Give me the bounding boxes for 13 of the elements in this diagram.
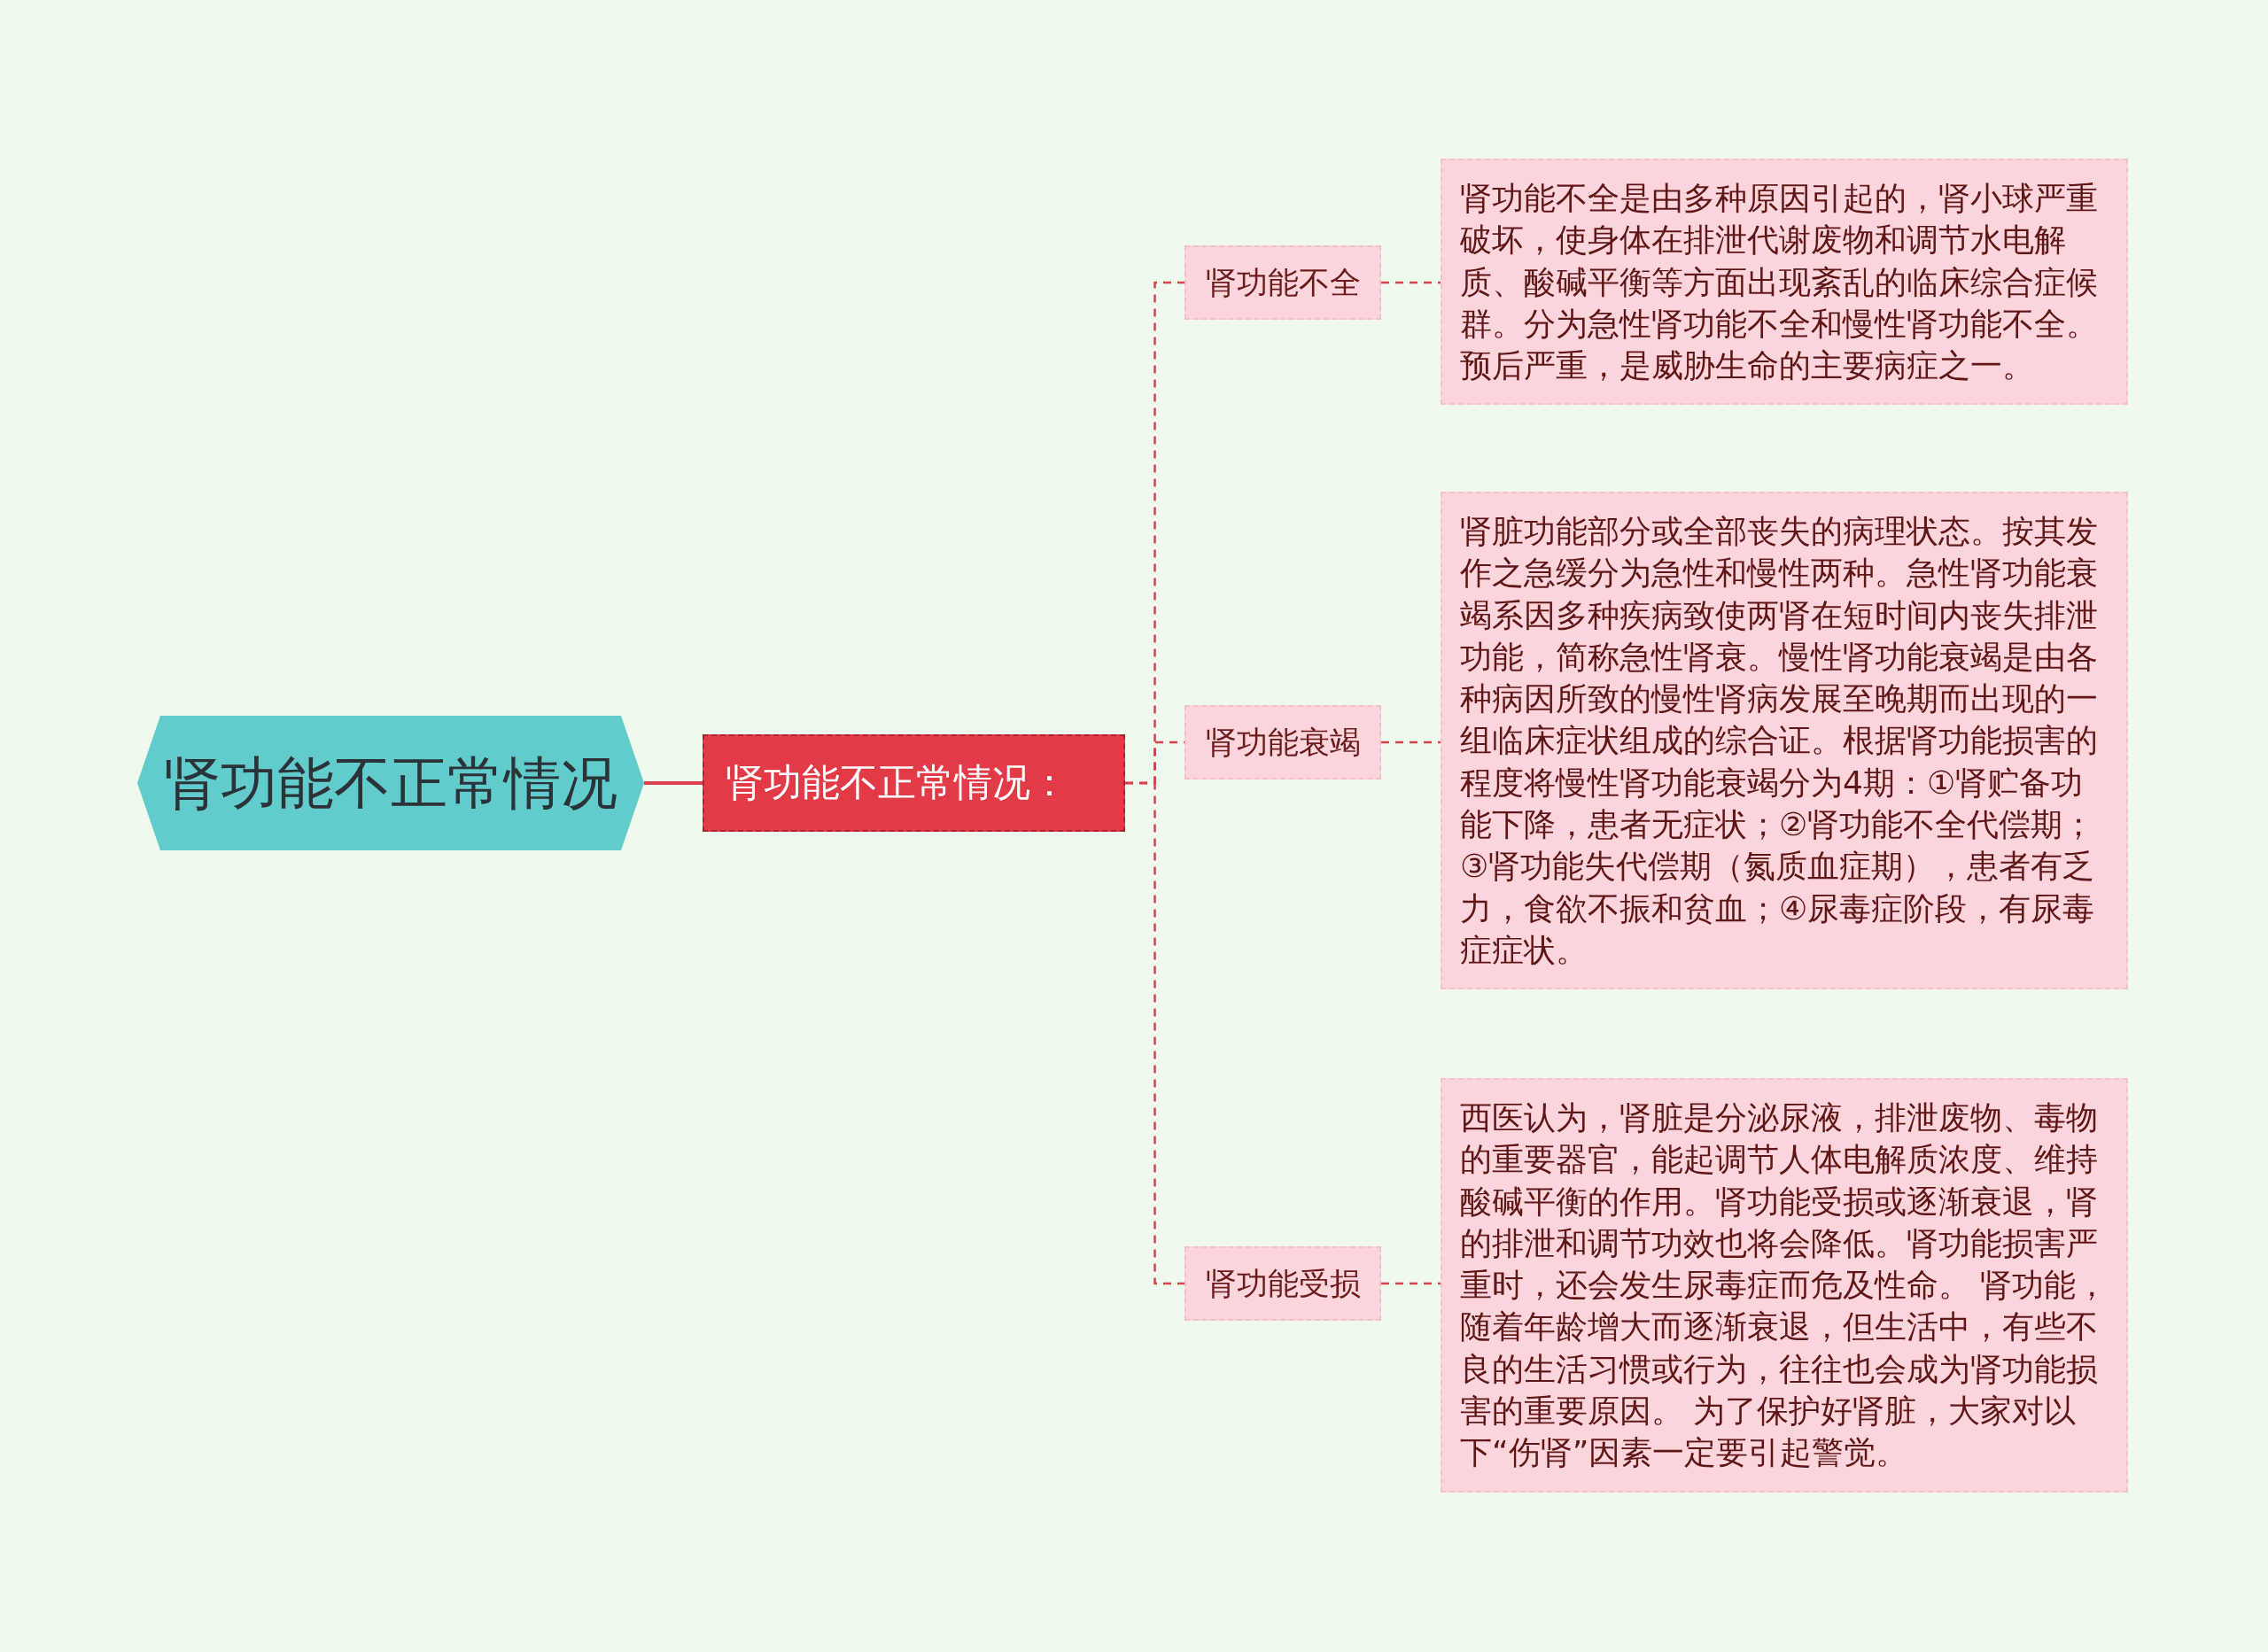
hexagon-topic: 肾功能不正常情况 (137, 716, 644, 850)
topic-box: 肾功能不正常情况： (703, 734, 1125, 832)
note-box: 肾脏功能部分或全部丧失的病理状态。按其发作之急缓分为急性和慢性两种。急性肾功能衰竭系因多种疾病致使两肾在短时间内丧失排泄功能，简称急性肾衰。慢性肾功能衰竭是由各种病因所致的慢性肾病发展至晚期而出现的一组临床症状组成的综合证。根据肾功能损害的程度将慢性肾功能衰竭分为4期：①肾贮备功能下降，患者无症状；②肾功能不全代偿期；③肾功能失代偿期（氮质血症期），患者有乏力，食欲不振和贫血；④尿毒症阶段，有尿毒症症状。 (1441, 492, 2128, 990)
connector-line (1381, 1282, 1441, 1285)
subtopic-box: 肾功能不全 (1184, 245, 1381, 320)
connector-line (1381, 281, 1441, 284)
subtopic-box: 肾功能受损 (1184, 1246, 1381, 1321)
connector-line (1125, 781, 1184, 1285)
note-box: 肾功能不全是由多种原因引起的，肾小球严重破坏，使身体在排泄代谢废物和调节水电解质、酸碱平衡等方面出现紊乱的临床综合症候群。分为急性肾功能不全和慢性肾功能不全。预后严重，是威胁生命的主要病症之一。 (1441, 159, 2128, 406)
connector-line (1381, 741, 1441, 744)
subtopic-box: 肾功能衰竭 (1184, 705, 1381, 779)
note-box: 西医认为，肾脏是分泌尿液，排泄废物、毒物的重要器官，能起调节人体电解质浓度、维持酸碱平衡的作用。肾功能受损或逐渐衰退，肾的排泄和调节功效也将会降低。肾功能损害严重时，还会发生尿毒症而危及性命。 肾功能，随着年龄增大而逐渐衰退，但生活中，有些不良的生活习惯或行为，往往也会成为肾功能损害的重要原因。 为了保护好肾脏，大家对以下“伤肾”因素一定要引起警觉。 (1441, 1078, 2128, 1493)
connector-line (644, 781, 703, 785)
